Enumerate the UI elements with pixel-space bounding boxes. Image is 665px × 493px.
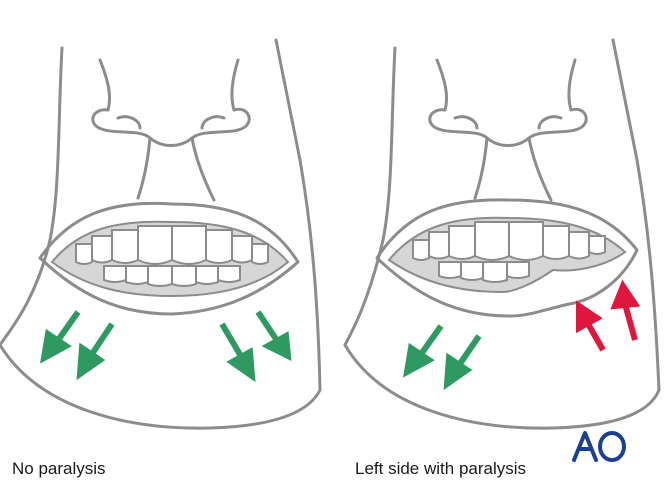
- caption-left-side-paralysis: Left side with paralysis: [355, 459, 527, 478]
- upper-teeth: [412, 221, 606, 261]
- nostril-left: [453, 115, 479, 130]
- upper-teeth: [75, 225, 269, 265]
- nose-bridge-right: [567, 58, 577, 112]
- nostril-left: [116, 115, 142, 130]
- arrow-down-icon: [76, 322, 115, 381]
- arrow-down-icon: [403, 324, 444, 378]
- jaw-outline: [343, 46, 397, 347]
- lower-teeth: [103, 265, 241, 287]
- nose-bottom: [91, 107, 251, 147]
- nostril-right: [537, 115, 563, 130]
- arrow-up-icon: [576, 300, 606, 352]
- ao-logo: [572, 431, 626, 462]
- nostril-right: [200, 115, 226, 130]
- mouth-outline: [38, 201, 300, 316]
- lower-teeth: [438, 261, 530, 283]
- face-illustration: [343, 38, 661, 430]
- arrow-down-icon: [255, 310, 292, 362]
- face-illustration: [0, 38, 322, 430]
- mouth-outline: [375, 198, 639, 318]
- arrow-down-icon: [219, 322, 256, 383]
- nose-bridge-left: [98, 58, 112, 112]
- arrow-down-icon: [40, 310, 81, 364]
- nose-bridge-left: [435, 58, 449, 112]
- arrow-up-icon: [610, 279, 641, 341]
- nose-bottom: [428, 107, 588, 147]
- caption-no-paralysis: No paralysis: [12, 459, 106, 478]
- chin-outline: [0, 38, 322, 430]
- panel-left-side-paralysis: Left side with paralysis: [333, 0, 665, 493]
- chin-outline: [343, 38, 661, 430]
- jaw-outline: [0, 46, 64, 347]
- nose-bridge-right: [230, 58, 240, 112]
- arrow-down-icon: [443, 334, 482, 391]
- panel-no-paralysis: No paralysis: [0, 0, 332, 493]
